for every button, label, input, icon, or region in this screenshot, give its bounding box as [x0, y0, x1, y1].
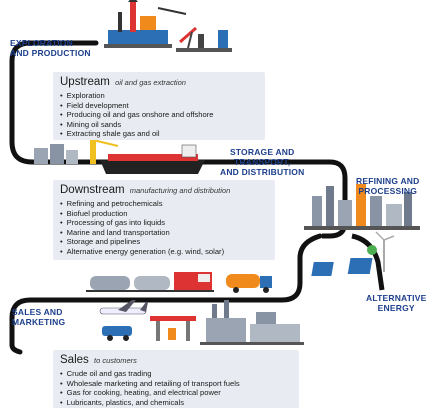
offshore-rig-icon: [104, 0, 187, 48]
wind-turbine-icon: [375, 231, 395, 272]
list-item: Lubricants, plastics, and chemicals: [60, 398, 293, 408]
refinery-icon: [304, 184, 420, 230]
list-item: Biofuel production: [60, 209, 269, 219]
stage-label-sales: SALES AND MARKETING: [12, 307, 66, 327]
list-item: Gas for cooking, heating, and electrical…: [60, 388, 293, 398]
list-item: Extracting shale gas and oil: [60, 129, 259, 139]
downstream-panel: Downstream manufacturing and distributio…: [53, 180, 275, 260]
upstream-title: Upstream: [60, 76, 110, 88]
stage-label-storage: STORAGE AND TRANSPORT, AND DISTRIBUTION: [220, 147, 305, 177]
gas-station-icon: [150, 316, 196, 341]
list-item: Refining and petrochemicals: [60, 199, 269, 209]
list-item: Processing of gas into liquids: [60, 218, 269, 228]
crane-icon: [90, 139, 119, 164]
airplane-icon: [99, 300, 148, 315]
stage-label-alternative: ALTERNATIVE ENERGY: [366, 293, 427, 313]
solar-panel-icon: [311, 245, 377, 276]
downstream-list: Refining and petrochemicals Biofuel prod…: [60, 199, 269, 257]
tanker-ship-icon: [100, 144, 205, 174]
pumpjack-icon: [176, 26, 232, 52]
sales-heading: Sales to customers: [60, 354, 293, 367]
upstream-panel: Upstream oil and gas extraction Explorat…: [53, 72, 265, 140]
stage-label-exploration: EXPLORATION AND PRODUCTION: [10, 38, 91, 58]
upstream-heading: Upstream oil and gas extraction: [60, 76, 259, 89]
upstream-list: Exploration Field development Producing …: [60, 91, 259, 139]
downstream-subtitle: manufacturing and distribution: [129, 186, 231, 195]
sales-subtitle: to customers: [93, 356, 137, 365]
list-item: Mining oil sands: [60, 120, 259, 130]
sales-list: Crude oil and gas trading Wholesale mark…: [60, 369, 293, 407]
downstream-title: Downstream: [60, 184, 125, 196]
list-item: Crude oil and gas trading: [60, 369, 293, 379]
stage-label-refining: REFINING AND PROCESSING: [356, 176, 420, 196]
storage-tanks-icon: [34, 144, 78, 164]
list-item: Field development: [60, 101, 259, 111]
list-item: Alternative energy generation (e.g. wind…: [60, 247, 269, 257]
downstream-heading: Downstream manufacturing and distributio…: [60, 184, 269, 197]
fuel-truck-icon: [226, 274, 272, 293]
sales-title: Sales: [60, 354, 89, 366]
upstream-subtitle: oil and gas extraction: [115, 78, 186, 87]
factory-icon: [200, 300, 304, 345]
list-item: Marine and land transportation: [60, 228, 269, 238]
list-item: Producing oil and gas onshore and offsho…: [60, 110, 259, 120]
list-item: Storage and pipelines: [60, 237, 269, 247]
list-item: Exploration: [60, 91, 259, 101]
car-icon: [102, 326, 132, 341]
tank-train-icon: [86, 272, 214, 292]
list-item: Wholesale marketing and retailing of tra…: [60, 379, 293, 389]
sales-panel: Sales to customers Crude oil and gas tra…: [53, 350, 299, 408]
